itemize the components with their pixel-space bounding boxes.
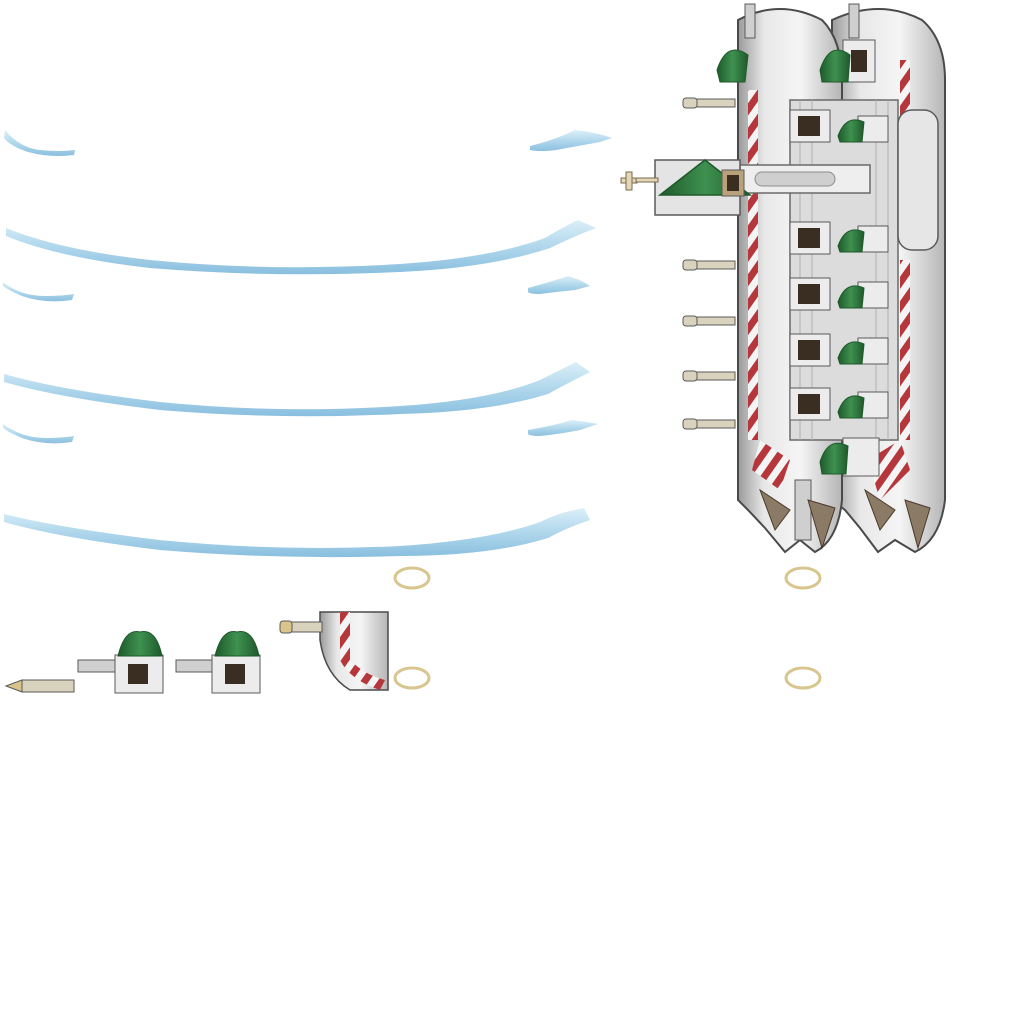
- wake-trails: [3, 130, 612, 558]
- cannon-barrel-icon: [682, 259, 736, 271]
- cannon-barrel-icon: [682, 315, 736, 327]
- domed-turret: [175, 631, 261, 694]
- cabin-row: [789, 277, 889, 311]
- wake-trail-small: [530, 130, 612, 151]
- stern-turret: [794, 437, 880, 541]
- halo-ring: [784, 666, 822, 690]
- cabin-row: [789, 221, 889, 255]
- cannon-barrel-icon: [682, 97, 736, 109]
- deck-plank-lines: [799, 100, 889, 440]
- wake-trail-long: [4, 508, 590, 558]
- wake-trail-small: [3, 424, 74, 444]
- cabin-row: [789, 109, 889, 143]
- wake-trail-small: [4, 130, 75, 156]
- chapel-tower: [654, 159, 753, 216]
- side-cannons: [682, 97, 736, 430]
- stern-claws: [758, 488, 931, 550]
- hull-stripe: [748, 90, 758, 440]
- halo-rings: [393, 566, 822, 690]
- halo-ring: [784, 566, 822, 590]
- cabin-row: [789, 333, 889, 367]
- central-deck: [789, 99, 899, 441]
- cannon-barrel-icon: [682, 418, 736, 430]
- hull-stripe: [900, 260, 910, 440]
- wake-trail-small: [528, 276, 590, 294]
- hull-corner-piece: [279, 611, 389, 691]
- rear-tower: [716, 3, 876, 83]
- wake-trail-long: [6, 220, 596, 275]
- wake-trail-small: [528, 420, 598, 436]
- domed-turret: [77, 631, 164, 694]
- cross-bridge-inner: [754, 171, 836, 187]
- engine-pod: [897, 109, 939, 251]
- battleship-cathedral: [620, 3, 946, 554]
- hull-stripe: [752, 440, 790, 490]
- cross-icon: [620, 171, 659, 191]
- spare-parts: [4, 611, 389, 694]
- hull-stripe: [900, 60, 910, 120]
- wake-trail-long: [4, 362, 590, 417]
- halo-ring: [393, 666, 431, 690]
- deck-cabins: [789, 109, 889, 421]
- cannon-barrel-icon: [682, 370, 736, 382]
- halo-ring: [393, 566, 431, 590]
- cabin-row: [789, 387, 889, 421]
- wake-trail-small: [3, 282, 74, 302]
- cannon-barrel: [4, 679, 75, 693]
